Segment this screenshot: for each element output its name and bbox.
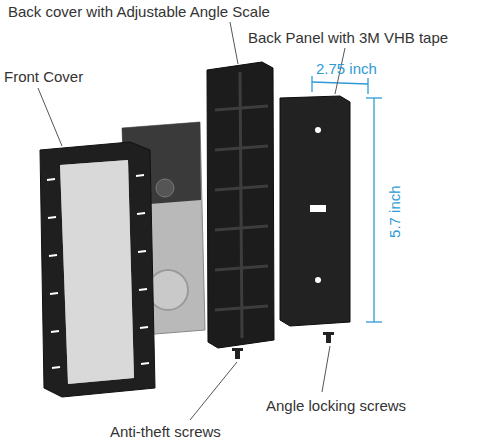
part-label: Back cover with Adjustable Angle Scale xyxy=(8,3,270,20)
part-label: Anti-theft screws xyxy=(110,423,221,440)
part-label: Angle locking screws xyxy=(266,397,406,414)
part-label: Front Cover xyxy=(4,68,83,85)
dimension-label: 2.75 inch xyxy=(316,60,377,77)
dimension-label: 5.7 inch xyxy=(385,186,402,239)
back-cover xyxy=(207,62,274,348)
front-cover xyxy=(40,142,155,397)
dimension-lines xyxy=(312,76,382,322)
part-label: Back Panel with 3M VHB tape xyxy=(248,29,448,46)
leader-lines xyxy=(38,22,345,420)
screws xyxy=(232,332,334,359)
back-panel xyxy=(280,96,350,326)
